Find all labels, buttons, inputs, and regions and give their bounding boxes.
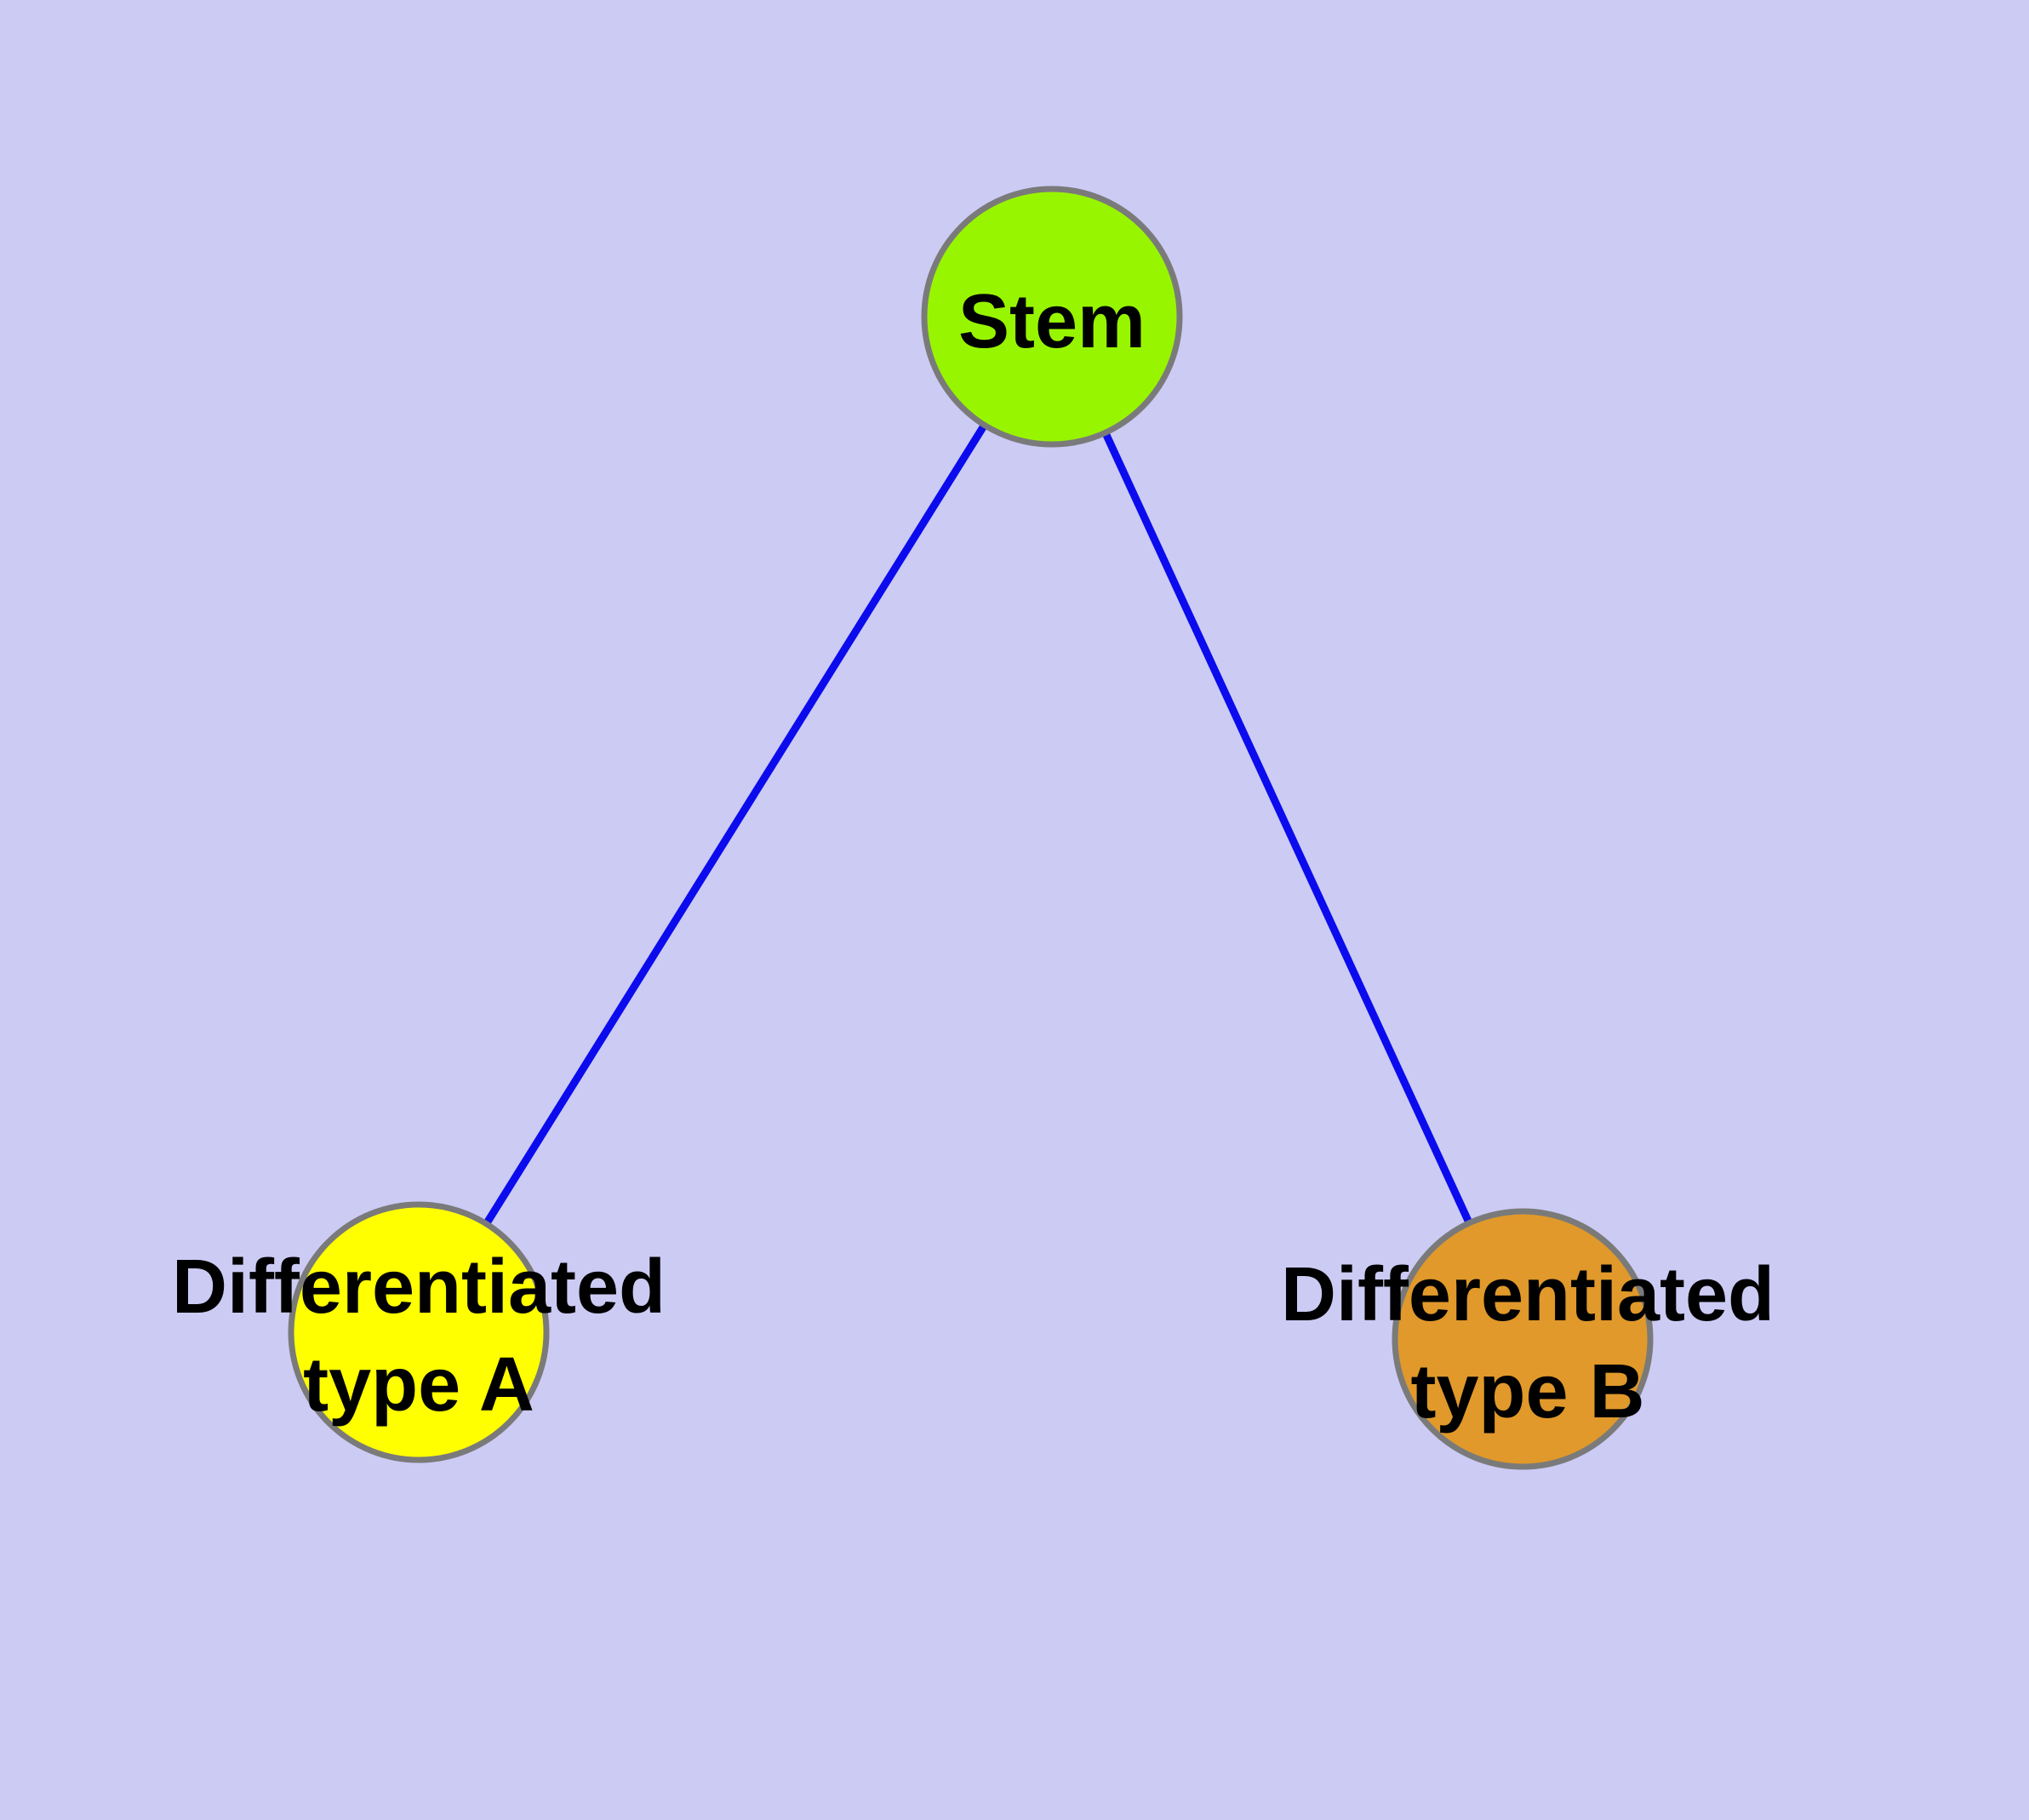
node-type-b-label-line1: Differentiated: [1281, 1252, 1775, 1337]
node-type-b-label-line2: type B: [1410, 1349, 1644, 1434]
node-type-a-label-line1: Differentiated: [172, 1245, 666, 1330]
node-differentiated-type-a: [288, 1201, 550, 1463]
edge-stem-to-type-b: [1048, 315, 1527, 1341]
node-stem-label: Stem: [958, 279, 1146, 364]
node-differentiated-type-b: [1392, 1208, 1654, 1470]
edge-stem-to-type-a: [415, 314, 1055, 1335]
node-stem: [921, 186, 1183, 448]
node-type-a-label-line2: type A: [303, 1342, 534, 1428]
